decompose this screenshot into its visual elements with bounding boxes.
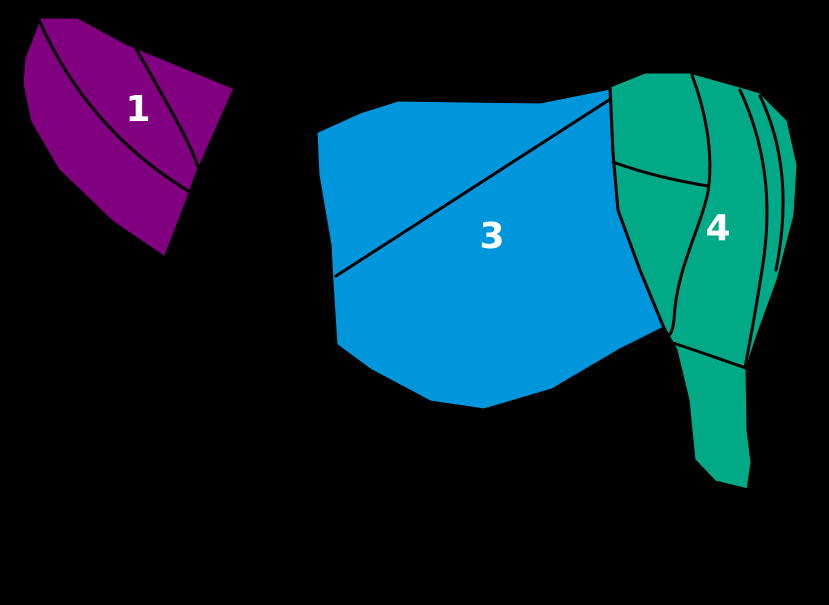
region-1: 1 bbox=[20, 15, 237, 260]
region-1-division-line-a bbox=[38, 20, 192, 194]
region-3-division-line bbox=[334, 96, 614, 278]
region-4-label: 4 bbox=[705, 208, 730, 249]
region-3-label: 3 bbox=[479, 216, 504, 257]
region-3: 3 bbox=[314, 86, 666, 412]
region-4-division-line-b bbox=[662, 73, 712, 337]
region-4: 4 bbox=[608, 70, 800, 492]
region-4-division-line-c bbox=[738, 88, 769, 370]
region-1-shape bbox=[20, 15, 237, 260]
region-1-label: 1 bbox=[125, 89, 150, 130]
region-3-shape bbox=[314, 86, 666, 412]
region-4-division-line-d bbox=[758, 94, 785, 272]
region-1-division-line-b bbox=[132, 43, 202, 174]
region-4-division-line-e bbox=[668, 340, 748, 370]
region-4-division-line-a bbox=[611, 160, 710, 188]
